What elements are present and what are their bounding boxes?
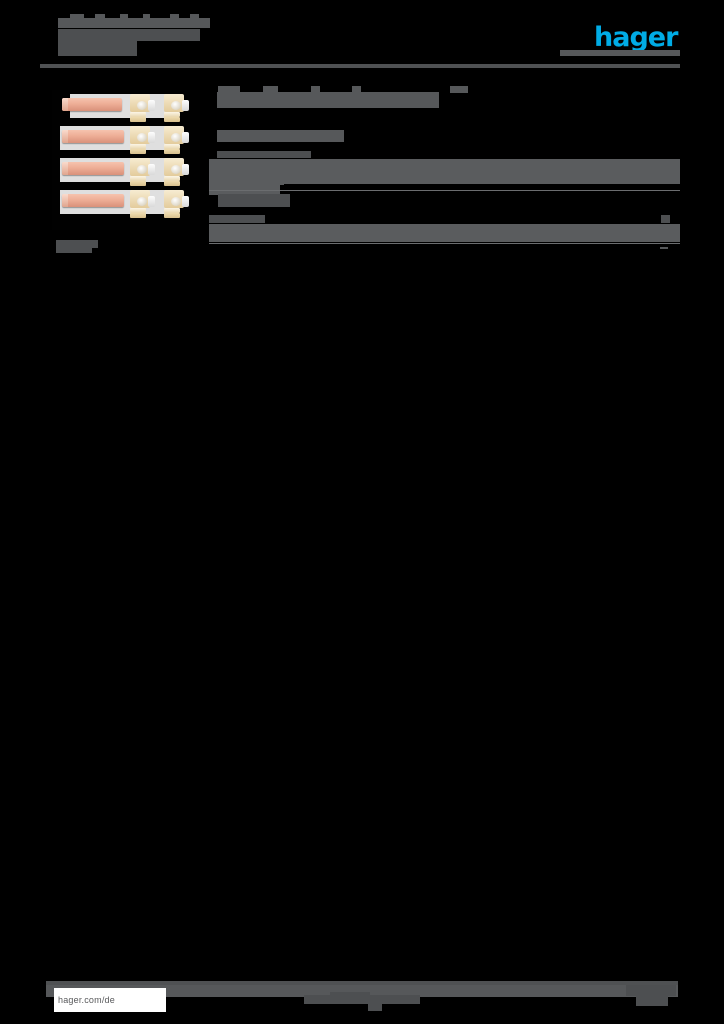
footer-center-text-line-3 [330, 992, 370, 997]
product-image-caption-line-2 [56, 247, 92, 253]
busbar-3 [62, 162, 124, 175]
specs-row-1 [209, 224, 307, 233]
header-title-line-1-top-e [170, 14, 179, 19]
section-label-description [217, 151, 311, 158]
main-subtitle [217, 130, 344, 142]
busbar-2 [62, 130, 124, 143]
specs-divider-bottom [209, 243, 680, 244]
product-image-caption-line-1 [56, 240, 98, 248]
specs-divider-top [209, 190, 680, 191]
description-band [209, 159, 680, 184]
footer-center-text-line-1 [304, 995, 420, 1004]
specs-row-2 [209, 233, 301, 242]
footer-center-text-line-2 [368, 1004, 382, 1011]
specs-header-value [661, 215, 670, 223]
main-title-cap-c [311, 86, 320, 93]
product-image [52, 90, 200, 230]
footer-right-text-line-1 [626, 985, 676, 996]
header-rule [40, 64, 680, 68]
footer-rule [46, 981, 678, 985]
header-title-line-1-top-a [70, 14, 84, 19]
hager-logo: hager [594, 22, 678, 53]
connector-r1c1 [130, 94, 155, 122]
description-row-3 [209, 177, 284, 185]
section-label-specs [218, 194, 290, 207]
connector-r2c1 [130, 126, 155, 154]
footer-right-text-line-2 [636, 996, 668, 1006]
connector-r3c1 [130, 158, 155, 186]
main-title-cap-a [218, 86, 240, 93]
main-title-cap-e [450, 86, 468, 93]
main-title-cap-b [263, 86, 278, 93]
description-row-1 [209, 159, 284, 167]
connector-r2c2 [164, 126, 189, 154]
connector-r4c2 [164, 190, 189, 218]
main-title [217, 92, 439, 108]
specs-band [209, 224, 680, 242]
connector-r3c2 [164, 158, 189, 186]
header-title-line-1-top-c [120, 14, 128, 19]
header-title-line-2 [58, 29, 200, 41]
header-title-line-1-top-d [143, 14, 150, 19]
connector-r4c1 [130, 190, 155, 218]
busbar-1 [62, 98, 122, 111]
header-title-line-1-top-b [95, 14, 105, 19]
header-title-line-1-top-f [190, 14, 199, 19]
connector-r1c2 [164, 94, 189, 122]
header-title-line-3 [58, 41, 137, 56]
logo-underline-redaction [560, 50, 680, 56]
busbar-4 [62, 194, 124, 207]
main-title-cap-d [352, 86, 361, 93]
description-row-2 [209, 168, 284, 176]
specs-header-row [209, 215, 265, 223]
specs-right-marker-a [660, 247, 668, 249]
header-title-line-1 [58, 18, 210, 28]
footer-url[interactable]: hager.com/de [54, 988, 166, 1012]
